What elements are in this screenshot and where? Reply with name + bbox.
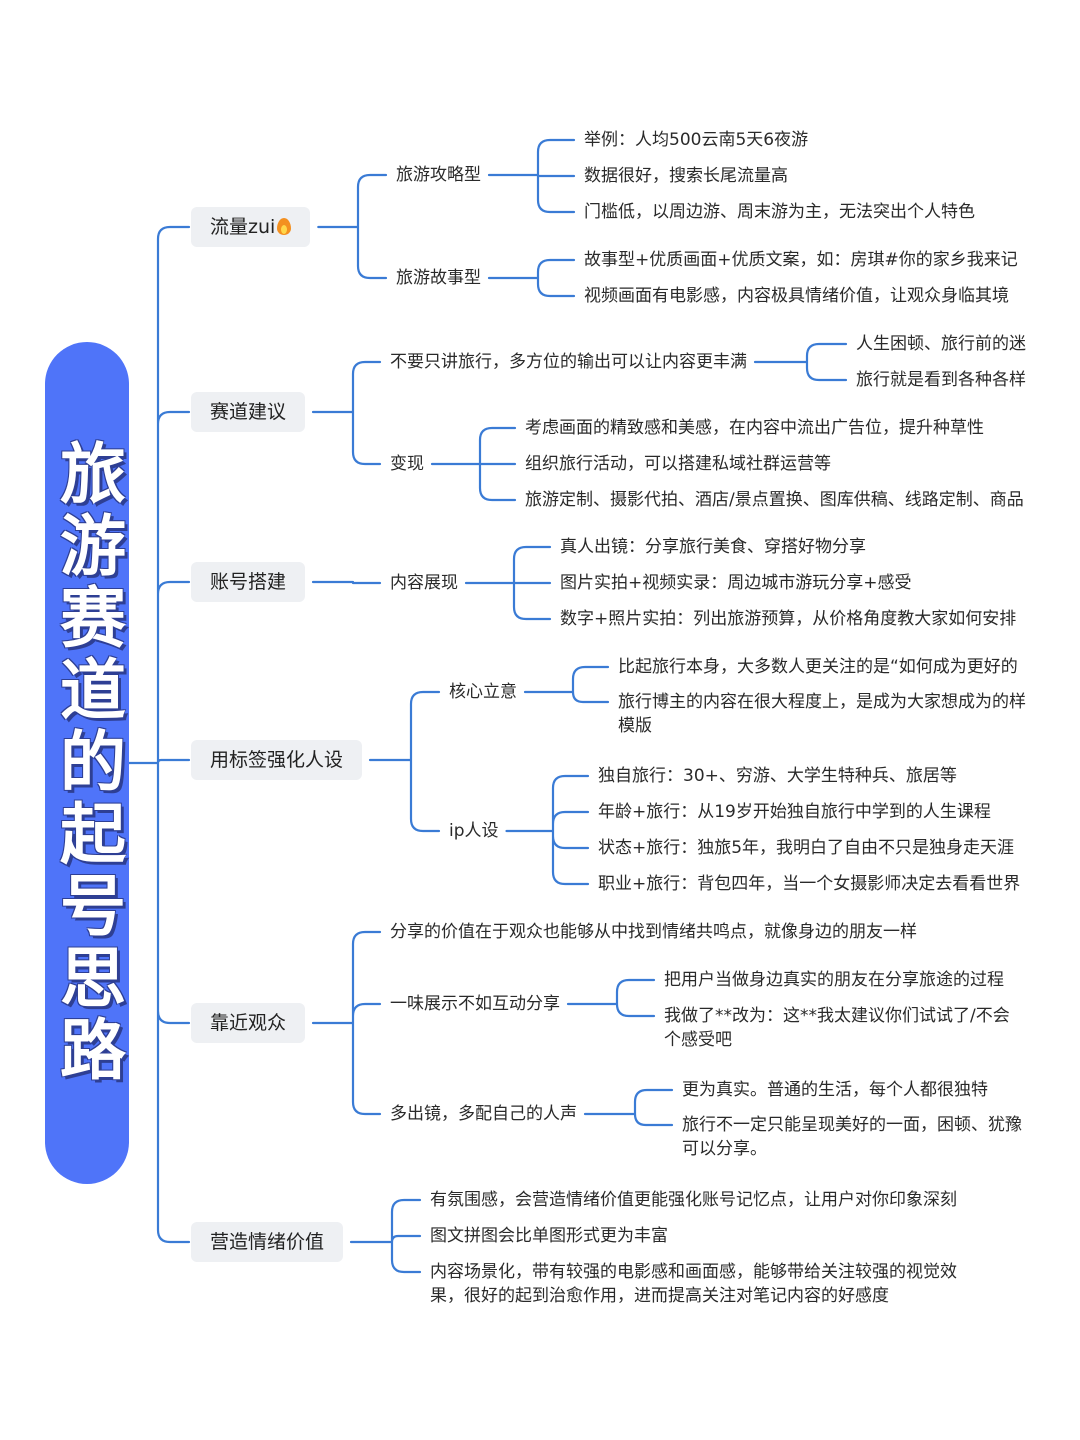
leaf-node[interactable]: 故事型+优质画面+优质文案，如：房琪#你的家乡我来记	[584, 250, 1018, 270]
leaf-node[interactable]: 旅行博主的内容在很大程度上，是成为大家想成为的样 模版	[618, 692, 1026, 736]
root-node[interactable]: 旅游赛道的起号思路	[45, 342, 129, 1184]
leaf-node[interactable]: 旅行不一定只能呈现美好的一面，困顿、犹豫 可以分享。	[682, 1115, 1022, 1159]
node-more-than-travel[interactable]: 不要只讲旅行，多方位的输出可以让内容更丰满	[390, 352, 747, 372]
branch-emotional-value[interactable]: 营造情绪价值	[191, 1222, 344, 1262]
branch-close-to-audience[interactable]: 靠近观众	[191, 1003, 306, 1043]
connector-path	[523, 665, 610, 704]
leaf-node[interactable]: 独自旅行：30+、穷游、大学生特种兵、旅居等	[598, 766, 957, 786]
connector-path	[368, 690, 441, 833]
connector-path	[317, 173, 388, 280]
leaf-node[interactable]: 门槛低，以周边游、周末游为主，无法突出个人特色	[584, 202, 975, 222]
node-core-idea[interactable]: 核心立意	[449, 682, 517, 702]
leaf-node[interactable]: 比起旅行本身，大多数人更关注的是“如何成为更好的	[618, 657, 1018, 677]
connector-path	[430, 426, 517, 502]
node-share-value[interactable]: 分享的价值在于观众也能够从中找到情绪共鸣点，就像身边的朋友一样	[390, 922, 917, 942]
branch-account-setup[interactable]: 账号搭建	[191, 562, 306, 602]
branch-label: 靠近观众	[210, 1012, 287, 1034]
branch-traffic[interactable]: 流量zui	[191, 207, 311, 247]
branch-track-advice[interactable]: 赛道建议	[191, 392, 306, 432]
root-title: 旅游赛道的起号思路	[49, 439, 126, 1087]
leaf-node[interactable]: 数据很好，搜索长尾流量高	[584, 166, 788, 186]
leaf-node[interactable]: 真人出镜：分享旅行美食、穿搭好物分享	[560, 537, 866, 557]
node-monetize[interactable]: 变现	[390, 454, 424, 474]
branch-label: 用标签强化人设	[210, 749, 344, 771]
leaf-node[interactable]: 更为真实。普通的生活，每个人都很独特	[682, 1080, 988, 1100]
fire-icon	[277, 217, 292, 235]
connector-path	[311, 580, 382, 585]
node-ip-persona[interactable]: ip人设	[449, 821, 499, 841]
leaf-node[interactable]: 数字+照片实拍：列出旅游预算，从价格角度教大家如何安排	[560, 609, 1017, 629]
branch-label: 流量zui	[210, 216, 276, 238]
node-travel-guide[interactable]: 旅游攻略型	[396, 165, 481, 185]
connector-path	[487, 258, 576, 298]
connector-path	[583, 1088, 674, 1127]
branch-persona-tags[interactable]: 用标签强化人设	[191, 740, 363, 780]
node-interactive-share[interactable]: 一味展示不如互动分享	[390, 994, 560, 1014]
node-content-display[interactable]: 内容展现	[390, 573, 458, 593]
leaf-node[interactable]: 组织旅行活动，可以搭建私域社群运营等	[525, 454, 831, 474]
leaf-node[interactable]: 把用户当做身边真实的朋友在分享旅途的过程	[664, 970, 1004, 990]
leaf-node[interactable]: 有氛围感，会营造情绪价值更能强化账号记忆点，让用户对你印象深刻	[430, 1190, 957, 1210]
branch-label: 营造情绪价值	[210, 1231, 325, 1253]
connector-path	[566, 978, 656, 1018]
leaf-node[interactable]: 举例：人均500云南5天6夜游	[584, 130, 809, 150]
leaf-node[interactable]: 年龄+旅行：从19岁开始独自旅行中学到的人生课程	[598, 802, 991, 822]
connector-path	[505, 774, 590, 886]
connector-path	[311, 360, 382, 466]
connector-path	[464, 545, 552, 621]
leaf-node[interactable]: 状态+旅行：独旅5年，我明白了自由不只是独身走天涯	[598, 838, 1015, 858]
leaf-node[interactable]: 职业+旅行：背包四年，当一个女摄影师决定去看看世界	[598, 874, 1021, 894]
leaf-node[interactable]: 我做了**改为：这**我太建议你们试试了/不会 个感受吧	[664, 1006, 1010, 1050]
leaf-node[interactable]: 视频画面有电影感，内容极具情绪价值，让观众身临其境	[584, 286, 1009, 306]
leaf-node[interactable]: 旅行就是看到各种各样	[856, 370, 1026, 390]
node-travel-story[interactable]: 旅游故事型	[396, 268, 481, 288]
leaf-node[interactable]: 考虑画面的精致感和美感，在内容中流出广告位，提升种草性	[525, 418, 984, 438]
connector-path	[349, 1198, 422, 1274]
leaf-node[interactable]: 旅游定制、摄影代拍、酒店/景点置换、图库供稿、线路定制、商品	[525, 490, 1024, 510]
connector-path	[127, 225, 191, 1244]
leaf-node[interactable]: 内容场景化，带有较强的电影感和画面感，能够带给关注较强的视觉效果，很好的起到治愈…	[430, 1262, 957, 1306]
connector-path	[753, 342, 848, 382]
leaf-node[interactable]: 图片实拍+视频实录：周边城市游玩分享+感受	[560, 573, 912, 593]
branch-label: 账号搭建	[210, 571, 287, 593]
connector-path	[311, 930, 382, 1116]
branch-label: 赛道建议	[210, 401, 287, 423]
connector-path	[487, 138, 576, 214]
leaf-node[interactable]: 图文拼图会比单图形式更为丰富	[430, 1226, 668, 1246]
node-own-voice[interactable]: 多出镜，多配自己的人声	[390, 1104, 577, 1124]
leaf-node[interactable]: 人生困顿、旅行前的迷	[856, 334, 1026, 354]
